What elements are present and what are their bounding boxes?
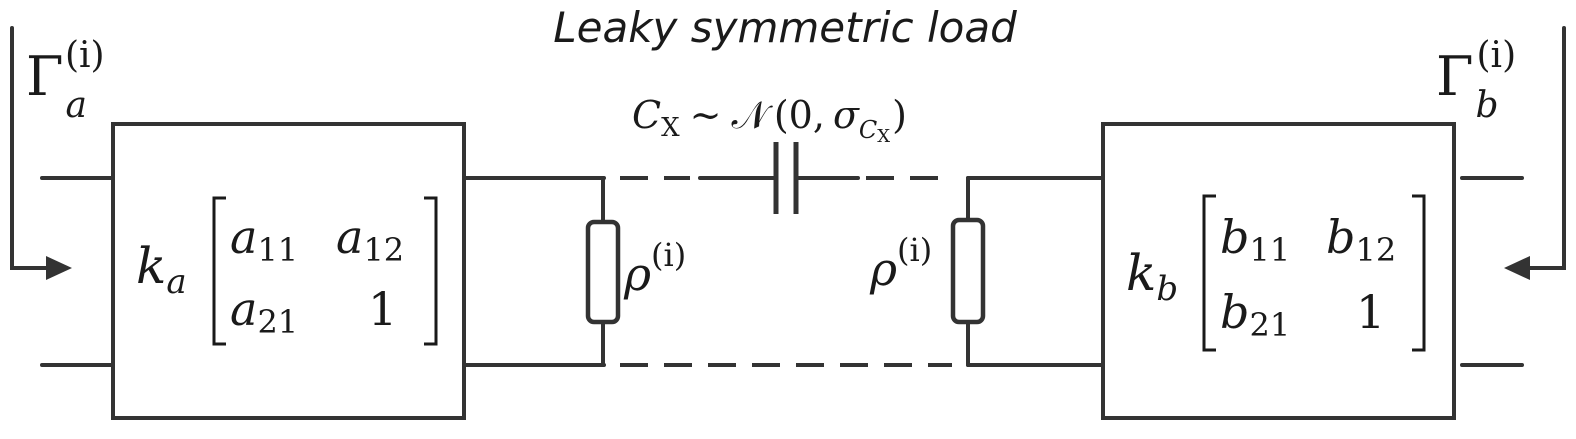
resistor-left-label: ρ(i) [623, 236, 686, 301]
block-b-gain: kb [1126, 244, 1178, 309]
block-b-m11: b11 [1220, 210, 1290, 269]
block-a [111, 122, 466, 420]
gamma-b-label: Γb(i) [1436, 35, 1516, 126]
block-b-left-bracket [1202, 194, 1216, 352]
block-b-right-bracket [1412, 194, 1426, 352]
resistor-right-label: ρ(i) [869, 231, 932, 296]
resistor-right [950, 217, 986, 325]
block-b [1101, 122, 1456, 420]
block-b-m22: 1 [1356, 285, 1385, 339]
capacitor-cx [773, 142, 799, 214]
block-a-m11: a11 [230, 210, 298, 269]
block-b-m12: b12 [1326, 210, 1396, 269]
block-a-m12: a12 [336, 210, 404, 269]
diagram-title: Leaky symmetric load [553, 3, 1017, 52]
block-b-m21: b21 [1220, 285, 1290, 344]
gamma-a-arrow [10, 26, 72, 280]
block-a-left-bracket [212, 196, 226, 346]
block-a-m21: a21 [230, 282, 298, 341]
block-a-right-bracket [424, 196, 438, 346]
block-a-gain: ka [136, 237, 187, 302]
block-a-m22: 1 [368, 282, 397, 336]
resistor-left [585, 219, 621, 325]
gamma-b-arrow [1504, 26, 1566, 280]
capacitor-label: CX∼𝒩(0,σCX) [632, 93, 907, 147]
gamma-a-label: Γa(i) [26, 35, 105, 126]
